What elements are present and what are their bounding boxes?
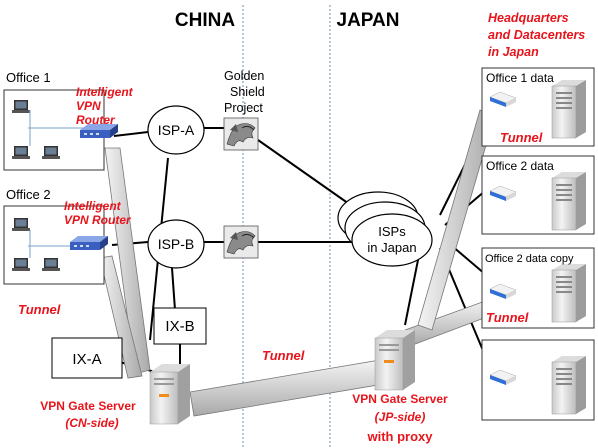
hq-title-line-2: and Datacenters — [488, 28, 585, 42]
router-1-label-line-3: Router — [76, 113, 116, 127]
tunnel-left-label: Tunnel — [18, 302, 61, 317]
vpn-server-jp-label: VPN Gate Server (JP-side) with proxy — [352, 392, 448, 444]
datacenter-1-label: Office 1 data — [486, 71, 554, 85]
isp-a-label: ISP-A — [158, 122, 195, 138]
office-1-label: Office 1 — [6, 70, 51, 85]
vpn-server-cn-line-2: (CN-side) — [65, 416, 118, 430]
vpn-gate-server-cn-icon — [149, 363, 191, 425]
vpn-server-jp-line-1: VPN Gate Server — [352, 392, 448, 406]
datacenter-3-label: Office 2 data copy — [485, 253, 574, 265]
ix-a-box — [51, 337, 123, 379]
router-1-label: Intelligent VPN Router — [76, 85, 134, 127]
isp-b-label: ISP-B — [158, 236, 195, 252]
isp-a-node — [147, 105, 205, 155]
vpn-server-jp-line-2: (JP-side) — [375, 410, 426, 424]
tunnel-right-1-label: Tunnel — [500, 130, 543, 145]
router-1-label-line-2: VPN — [76, 99, 101, 113]
ix-b-box — [153, 307, 207, 345]
isp-japan-front-node — [351, 213, 433, 267]
office-2-label: Office 2 — [6, 187, 51, 202]
dc3-server-icon — [551, 263, 587, 323]
isps-japan-line-1: ISPs — [378, 224, 406, 239]
hq-title: Headquarters and Datacenters in Japan — [488, 11, 585, 59]
dc4-server-icon — [551, 355, 587, 415]
hq-title-line-3: in Japan — [488, 45, 539, 59]
dc2-server-icon — [551, 171, 587, 231]
isp-b-node — [147, 219, 205, 269]
golden-shield-firewall-2-icon — [223, 225, 259, 259]
ix-b-label: IX-B — [165, 318, 194, 335]
vpn-gate-server-jp-icon — [374, 329, 416, 391]
router-2-label-line-2: VPN Router — [64, 213, 132, 227]
tunnel-center-label: Tunnel — [262, 348, 305, 363]
golden-shield-line-2: Shield — [230, 85, 265, 99]
china-heading: CHINA — [175, 10, 235, 31]
tunnel-labels: Tunnel Tunnel Tunnel Tunnel — [18, 130, 543, 363]
datacenter-2-label: Office 2 data — [486, 159, 554, 173]
isps-japan-line-2: in Japan — [367, 240, 416, 255]
dc1-server-icon — [551, 79, 587, 139]
router-1-label-line-1: Intelligent — [76, 85, 134, 99]
vpn-router-2-icon — [70, 236, 108, 250]
japan-heading: JAPAN — [337, 10, 400, 31]
hq-title-line-1: Headquarters — [488, 11, 569, 25]
golden-shield-line-3: Project — [224, 101, 263, 115]
tunnel-tubes — [99, 109, 495, 417]
golden-shield-label: Golden Shield Project — [224, 69, 265, 115]
ix-a-label: IX-A — [72, 351, 101, 368]
vpn-server-cn-label: VPN Gate Server (CN-side) — [40, 399, 136, 430]
router-2-label-line-1: Intelligent — [64, 199, 122, 213]
golden-shield-line-1: Golden — [224, 69, 264, 83]
vpn-server-jp-line-3: with proxy — [366, 429, 433, 444]
vpn-server-cn-line-1: VPN Gate Server — [40, 399, 136, 413]
tunnel-right-2-label: Tunnel — [486, 310, 529, 325]
router-2-label: Intelligent VPN Router — [64, 199, 132, 227]
office-2-pcs — [12, 218, 76, 271]
golden-shield-firewall-1-icon — [223, 117, 259, 151]
